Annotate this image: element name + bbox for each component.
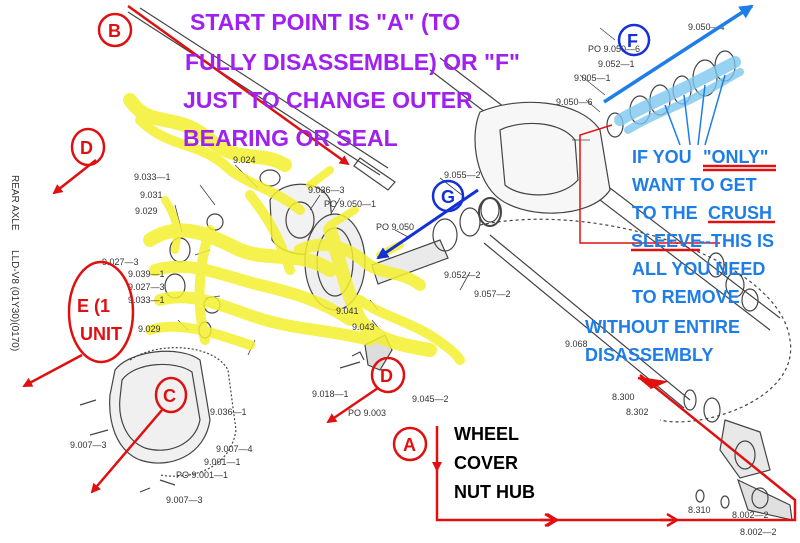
- arrow-g: [376, 188, 479, 260]
- part-label: 9.033—1: [134, 172, 171, 182]
- yellow-highlight: [123, 93, 465, 365]
- crush-note-text: TO REMOVE: [632, 287, 740, 307]
- marker-b-circle: [97, 12, 133, 48]
- part-label: 9.050—6: [556, 97, 593, 107]
- part-label: 9.029: [138, 324, 161, 334]
- side-caption-line: REAR AXLE: [9, 175, 20, 231]
- left-axle-shaft: [127, 7, 389, 176]
- part-label: 9.052—1: [598, 59, 635, 69]
- marker-c-circle: [154, 376, 188, 414]
- marker-e-line: UNIT: [80, 324, 122, 344]
- wheel-note-line: NUT HUB: [454, 482, 535, 502]
- crush-note-text: WANT TO GET: [632, 175, 757, 195]
- marker-a-circle: [392, 426, 428, 462]
- marker-d2: D: [380, 366, 393, 386]
- arrow-d2: [326, 386, 379, 424]
- crush-note-emphasis: CRUSH: [708, 203, 772, 223]
- red-annotations: [22, 4, 797, 522]
- part-label: 8.002—2: [740, 527, 777, 537]
- part-label: PO 9.003: [348, 408, 386, 418]
- start-note-line: START POINT IS "A" (TO: [190, 9, 460, 35]
- crush-note-text: TO THE: [632, 203, 698, 223]
- start-point-note: START POINT IS "A" (TO FULLY DISASSEMBLE…: [183, 9, 520, 151]
- marker-letters: B D E (1 UNIT C D A F G: [77, 21, 638, 455]
- crush-note-text: WITHOUT ENTIRE: [585, 317, 740, 337]
- crush-note-text: --THIS IS: [699, 231, 774, 251]
- part-label: 9.007—4: [216, 444, 253, 454]
- start-note-line: FULLY DISASSEMBLE) OR "F": [185, 49, 520, 75]
- part-label: 9.007—3: [166, 495, 203, 505]
- part-label: 9.068: [565, 339, 588, 349]
- marker-b: B: [108, 21, 121, 41]
- part-label: 9.007—3: [70, 440, 107, 450]
- part-label: 9.001—1: [204, 457, 241, 467]
- marker-e-line: E (1: [77, 296, 110, 316]
- part-number-labels: 9.050—4 PO 9.050—6 9.052—1 9.005—1 9.050…: [70, 22, 777, 537]
- part-label: 9.036—3: [308, 185, 345, 195]
- part-label: 9.043: [352, 322, 375, 332]
- arrow-d1: [52, 159, 97, 195]
- crush-sleeve-note: IF YOU "ONLY" WANT TO GET TO THE CRUSH S…: [585, 147, 774, 365]
- part-label: PO 9.001—1: [176, 470, 228, 480]
- marker-d2-circle: [370, 356, 406, 394]
- part-label: 9.027—3: [128, 282, 165, 292]
- differential-housing: [474, 101, 611, 214]
- wheel-hub-assembly: [683, 389, 793, 521]
- part-label: 9.005—1: [574, 73, 611, 83]
- marker-f: F: [627, 31, 638, 51]
- crush-note-emphasis: SLEEVE: [631, 231, 702, 251]
- marker-g: G: [441, 187, 455, 207]
- part-label: 9.041: [336, 306, 359, 316]
- pointer-lines: [664, 74, 726, 146]
- crush-note-emphasis: "ONLY": [703, 147, 768, 167]
- start-note-line: JUST TO CHANGE OUTER: [183, 87, 473, 113]
- marker-a: A: [403, 435, 416, 455]
- part-label: 8.002—2: [732, 510, 769, 520]
- part-label: 8.300: [612, 392, 635, 402]
- marker-d1: D: [80, 138, 93, 158]
- crush-note-text: ALL YOU NEED: [632, 259, 765, 279]
- part-label: 9.027—3: [102, 257, 139, 267]
- part-label: 9.045—2: [412, 394, 449, 404]
- marker-e-circle: [67, 260, 135, 364]
- wheel-note-line: WHEEL: [454, 424, 519, 444]
- wheel-note-line: COVER: [454, 453, 518, 473]
- part-label: 9.057—2: [474, 289, 511, 299]
- part-label: 9.055—2: [444, 170, 481, 180]
- part-label: PO 9.050—1: [324, 199, 376, 209]
- blue-highlight: [614, 56, 744, 134]
- part-label: 9.033—1: [128, 295, 165, 305]
- arrow-c: [90, 409, 163, 494]
- part-label: 9.036—1: [210, 407, 247, 417]
- part-label: 9.052—2: [444, 270, 481, 280]
- marker-f-circle: [617, 23, 651, 57]
- wheel-path: [435, 374, 797, 522]
- marker-c: C: [163, 386, 176, 406]
- side-caption: REAR AXLE LLD-V8 (01Y30)(0170): [9, 175, 20, 351]
- part-label: 9.029: [135, 206, 158, 216]
- part-label: 9.031: [140, 190, 163, 200]
- part-label: 8.302: [626, 407, 649, 417]
- wheel-note: WHEEL COVER NUT HUB: [454, 424, 535, 502]
- arrow-b: [127, 4, 350, 166]
- part-label: PO 9.050: [376, 222, 414, 232]
- arrow-f: [603, 4, 754, 104]
- arrow-e: [22, 353, 83, 388]
- start-note-line: BEARING OR SEAL: [183, 125, 398, 151]
- pointer-crush-sleeve: [579, 124, 720, 244]
- crush-note-text: DISASSEMBLY: [585, 345, 713, 365]
- side-caption-line: LLD-V8 (01Y30)(0170): [9, 250, 20, 351]
- underline-only: [703, 164, 776, 172]
- blue-annotations: [376, 4, 754, 260]
- part-label: 8.310: [688, 505, 711, 515]
- part-label: 9.024: [233, 155, 256, 165]
- part-label: 9.039—1: [128, 269, 165, 279]
- part-label: 9.018—1: [312, 389, 349, 399]
- part-label: 9.050—4: [688, 22, 725, 32]
- crush-note-text: IF YOU: [632, 147, 692, 167]
- part-label: PO 9.050—6: [588, 44, 640, 54]
